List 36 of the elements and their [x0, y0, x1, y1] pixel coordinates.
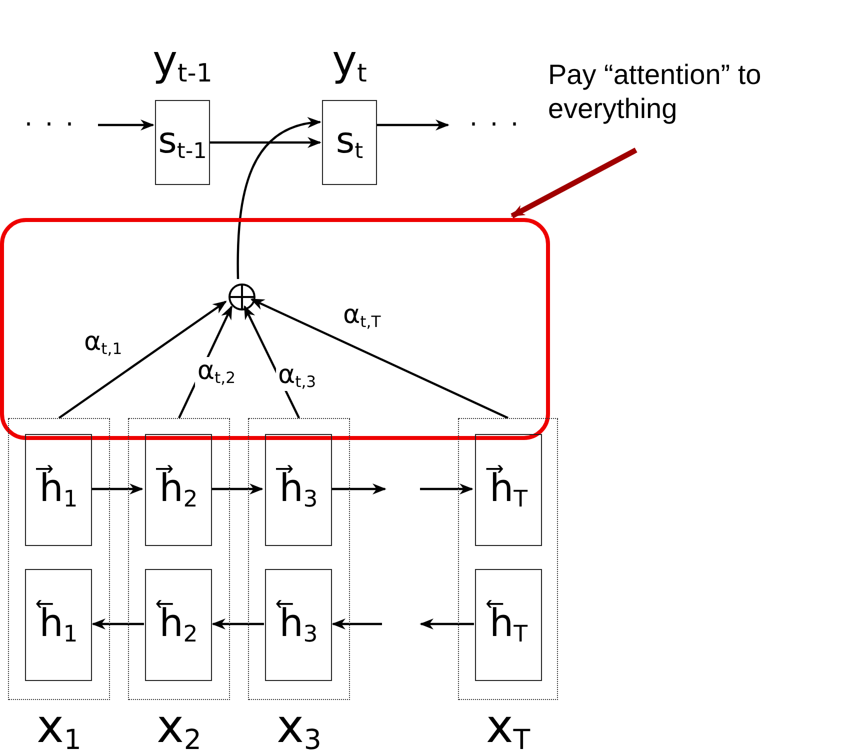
ellipsis-text: · · · — [469, 112, 521, 138]
arrow — [98, 119, 154, 131]
highlight-box — [0, 218, 550, 440]
output-label: y$_{t}$ — [332, 40, 367, 85]
state-label: s$_{t}$ — [336, 123, 364, 162]
arrow — [332, 618, 382, 630]
sum-circle — [228, 283, 256, 311]
arrow — [91, 483, 144, 495]
hidden-state-box — [145, 434, 212, 546]
pointer-arrow — [510, 148, 638, 218]
arrow — [58, 300, 227, 419]
hidden-state-box — [265, 434, 332, 546]
annotation-text: Pay “attention” to everything — [548, 58, 762, 126]
arrow — [92, 618, 144, 630]
hidden-state-box — [145, 569, 212, 681]
arrow — [420, 483, 474, 495]
input-label: x$_{2}$ — [156, 703, 202, 754]
hidden-state-box — [25, 569, 92, 681]
arrow — [250, 298, 508, 419]
arrow — [211, 483, 264, 495]
input-label: x$_{T}$ — [486, 703, 530, 754]
arrow — [377, 119, 450, 131]
arrow — [331, 483, 386, 495]
hidden-state-box — [475, 434, 542, 546]
hidden-state-box — [265, 569, 332, 681]
arrow — [212, 618, 264, 630]
arrow — [210, 136, 322, 148]
state-label: s$_{t-1}$ — [158, 123, 207, 162]
arrow — [236, 118, 322, 279]
hidden-state-box — [475, 569, 542, 681]
ellipsis-text: · · · — [24, 112, 76, 138]
arrow — [420, 618, 474, 630]
output-label: y$_{t-1}$ — [152, 40, 212, 85]
input-label: x$_{3}$ — [276, 703, 322, 754]
input-label: x$_{1}$ — [36, 703, 82, 754]
hidden-state-box — [25, 434, 92, 546]
